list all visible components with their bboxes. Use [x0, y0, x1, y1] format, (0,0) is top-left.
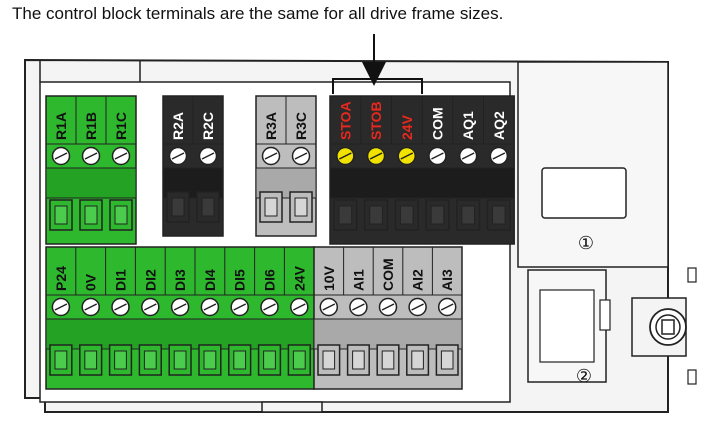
- terminal-label: AI3: [439, 269, 455, 291]
- terminal-label: DI4: [202, 269, 218, 291]
- terminal-label: STOB: [368, 101, 384, 140]
- terminal-label: AQ1: [460, 111, 476, 140]
- terminal-label: AI2: [410, 269, 426, 291]
- caption: The control block terminals are the same…: [12, 4, 504, 23]
- terminal-block-relay-2: R2A R2C: [162, 95, 224, 237]
- terminal-label: DI2: [142, 269, 158, 291]
- terminal-blocks: R1A R1B R1C R2A R2C R3A R3C STOA STOB 24V COM AQ1 AQ…: [45, 95, 515, 390]
- terminal-block-safety-analog-out: STOA STOB 24V COM AQ1 AQ2: [329, 95, 515, 245]
- side-panel-window: [541, 167, 627, 219]
- terminal-label: P24: [53, 266, 69, 291]
- terminal-label: 24V: [291, 265, 307, 291]
- terminal-label: R3C: [293, 112, 309, 140]
- terminal-label: COM: [429, 107, 445, 140]
- terminal-label: 10V: [321, 265, 337, 291]
- terminal-block-digital-io: P24 0V DI1 DI2 DI3 DI4 DI5 DI6 24V: [45, 246, 315, 390]
- terminal-label: AQ2: [491, 111, 507, 140]
- terminal-label: R1B: [83, 112, 99, 140]
- terminal-block-relay-1: R1A R1B R1C: [45, 95, 137, 245]
- terminal-label: 0V: [83, 273, 99, 291]
- terminal-label: STOA: [337, 101, 353, 140]
- terminal-label: COM: [380, 258, 396, 291]
- terminal-block-analog-in: 10V AI1 COM AI2 AI3: [313, 246, 463, 390]
- terminal-label: DI3: [172, 269, 188, 291]
- terminal-label: 24V: [399, 114, 415, 140]
- terminal-label: R2C: [200, 112, 216, 140]
- terminal-label: R3A: [263, 112, 279, 140]
- side-panel: [517, 61, 669, 268]
- terminal-label: DI1: [113, 269, 129, 291]
- terminal-label: DI6: [262, 269, 278, 291]
- callout-1: ①: [578, 233, 594, 253]
- pointer-arrow: [332, 34, 423, 94]
- terminal-label: DI5: [232, 269, 248, 291]
- terminal-label: R1A: [53, 112, 69, 140]
- terminal-label: R2A: [170, 112, 186, 140]
- callout-2: ②: [576, 366, 592, 386]
- housing-bottom-tab: [261, 401, 323, 413]
- terminal-label: R1C: [113, 112, 129, 140]
- terminal-block-relay-3: R3A R3C: [255, 95, 317, 237]
- terminal-label: AI1: [350, 269, 366, 291]
